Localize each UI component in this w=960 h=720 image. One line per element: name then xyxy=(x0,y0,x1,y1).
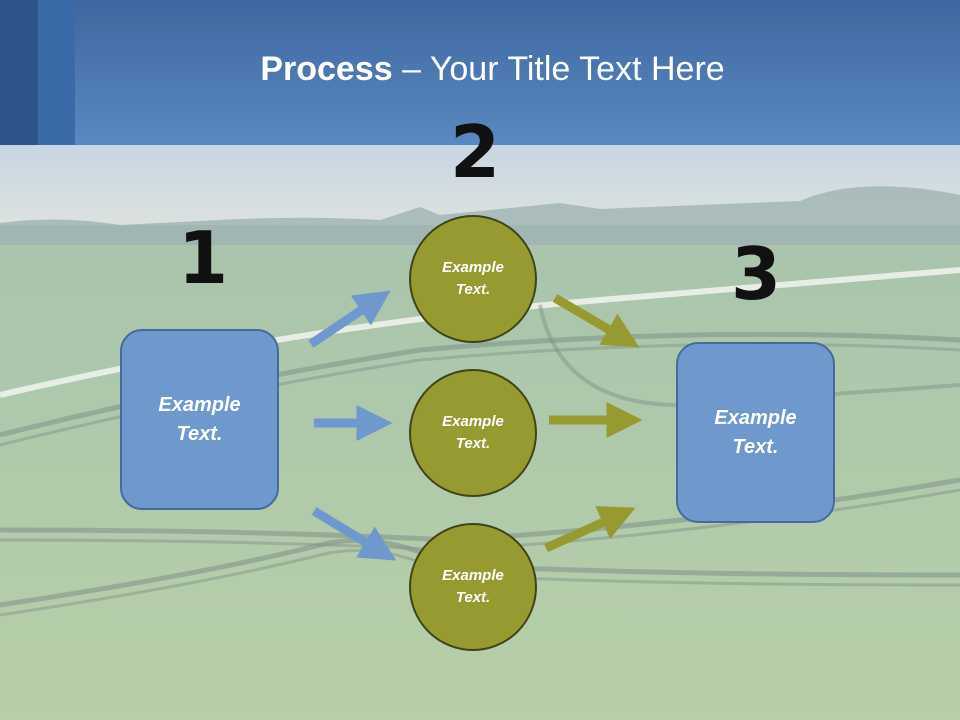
step-number-3: 3 xyxy=(731,232,782,316)
circle-top-text: Example Text. xyxy=(442,258,504,299)
title-rest: – Your Title Text Here xyxy=(392,50,725,88)
header-accent-strip xyxy=(38,0,75,145)
arrow-up-olive xyxy=(544,506,636,553)
step-number-2: 2 xyxy=(450,110,501,194)
step-number-1: 1 xyxy=(178,216,229,300)
circle-middle-text: Example Text. xyxy=(442,412,504,453)
step-2-circle-middle: Example Text. xyxy=(409,369,537,497)
header-accent-strip xyxy=(0,0,38,145)
slide-title: Process – Your Title Text Here xyxy=(0,50,960,89)
step-2-circle-top: Example Text. xyxy=(409,215,537,343)
arrow-up-blue xyxy=(308,290,391,348)
step-1-box: Example Text. xyxy=(120,329,279,510)
step-3-box: Example Text. xyxy=(676,342,835,523)
arrow-down-blue xyxy=(311,507,397,561)
header-bar xyxy=(0,0,960,145)
step-2-circle-bottom: Example Text. xyxy=(409,523,537,651)
title-bold: Process xyxy=(260,50,393,88)
arrow-down-olive xyxy=(552,294,640,348)
step-1-text: Example Text. xyxy=(158,393,241,445)
step-3-text: Example Text. xyxy=(714,406,797,458)
circle-bottom-text: Example Text. xyxy=(442,566,504,607)
